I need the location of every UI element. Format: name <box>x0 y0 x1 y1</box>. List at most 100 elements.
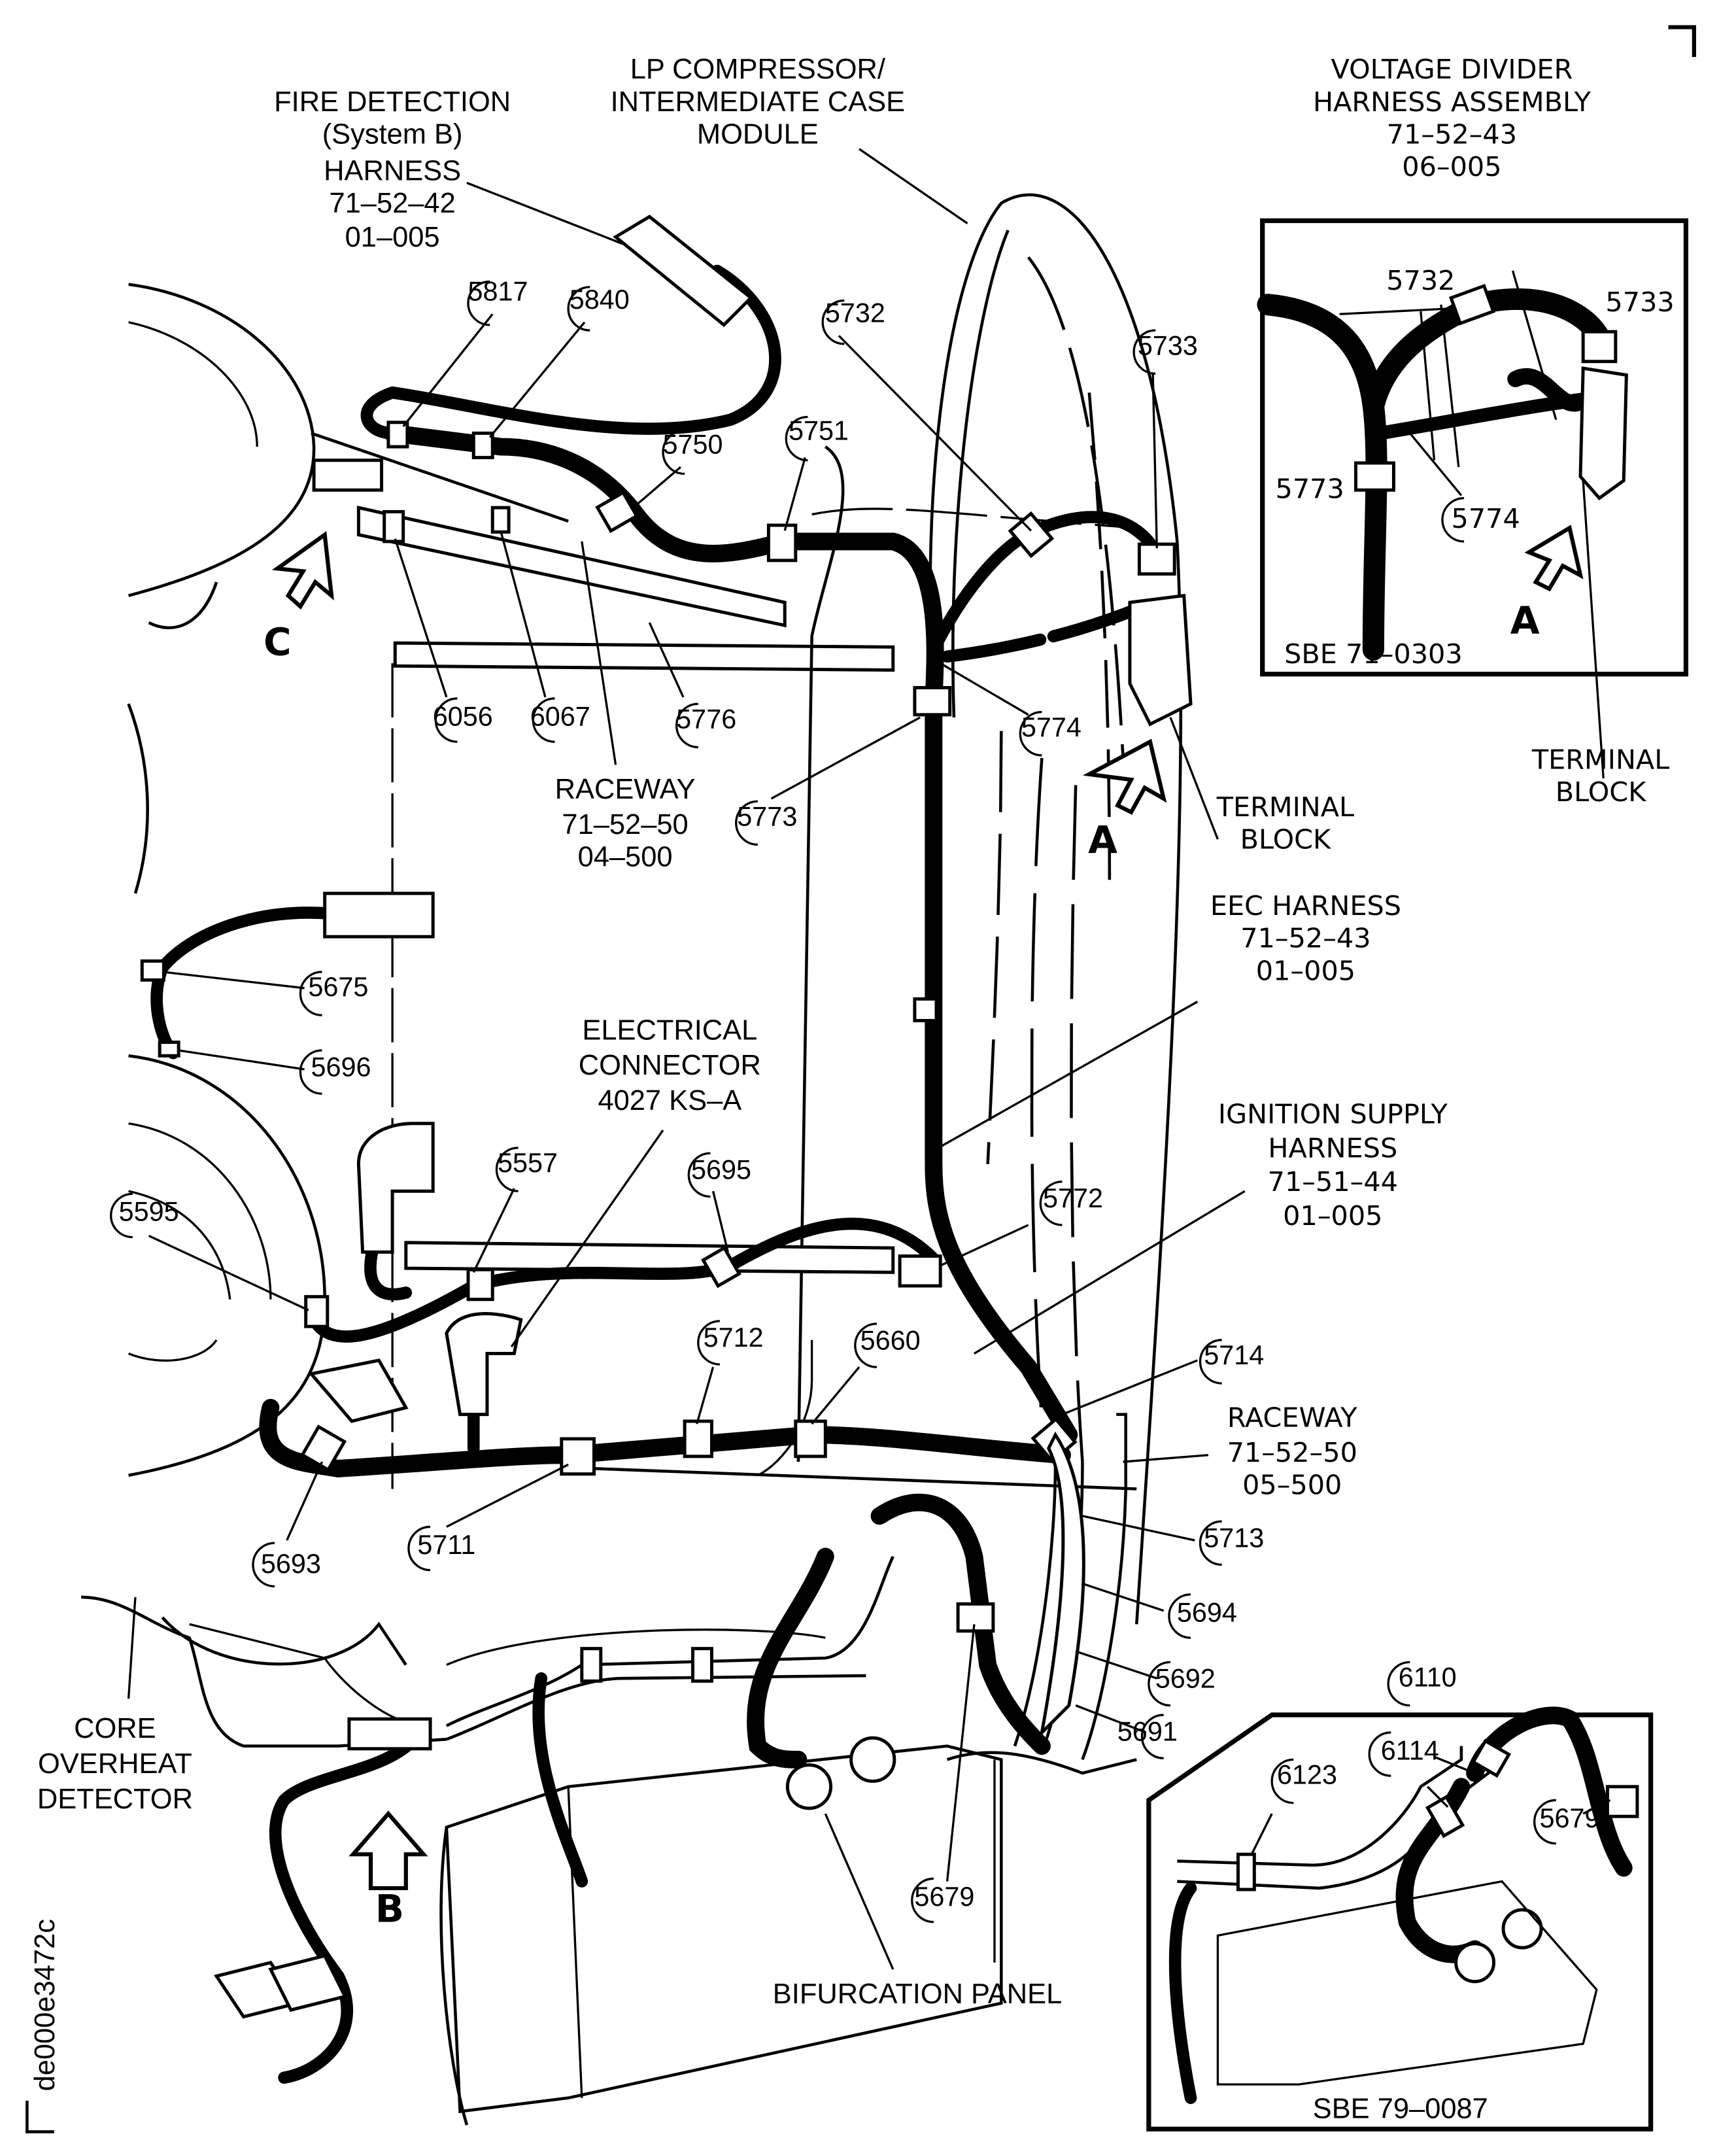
svg-text:5693: 5693 <box>261 1549 321 1579</box>
svg-text:5696: 5696 <box>311 1052 371 1082</box>
callouts: 5817 5840 5732 5733 5750 5751 6056 6067 … <box>110 277 1264 1924</box>
svg-text:TERMINAL: TERMINAL <box>1531 744 1669 776</box>
svg-text:71–52–50: 71–52–50 <box>1227 1437 1357 1468</box>
callout-5660: 5660 <box>854 1322 921 1368</box>
svg-text:5713: 5713 <box>1204 1523 1264 1553</box>
svg-text:5679: 5679 <box>914 1882 974 1912</box>
svg-text:6067: 6067 <box>530 701 590 731</box>
svg-text:RACEWAY: RACEWAY <box>1227 1402 1357 1433</box>
svg-text:BLOCK: BLOCK <box>1556 776 1646 808</box>
inset-callout-6110: 6110 <box>1399 1663 1457 1693</box>
label-terminal-block-main: TERMINAL BLOCK <box>1216 791 1354 855</box>
view-arrow-b-icon <box>349 1810 428 1891</box>
callout-5774: 5774 <box>1019 710 1081 757</box>
svg-text:FIRE DETECTION: FIRE DETECTION <box>274 86 511 118</box>
svg-text:5692: 5692 <box>1155 1664 1216 1694</box>
svg-text:5660: 5660 <box>860 1325 921 1355</box>
svg-text:CONNECTOR: CONNECTOR <box>579 1050 761 1081</box>
svg-text:(System B): (System B) <box>322 119 463 150</box>
inset-terminal-block <box>1578 366 1628 501</box>
leader-lines <box>127 148 1605 1970</box>
callout-5557: 5557 <box>495 1147 558 1192</box>
callout-5733: 5733 <box>1132 329 1198 375</box>
svg-text:5732: 5732 <box>825 298 885 328</box>
svg-text:5695: 5695 <box>691 1155 751 1185</box>
callout-5595: 5595 <box>110 1192 179 1239</box>
svg-text:71–52–43: 71–52–43 <box>1240 923 1370 954</box>
corner-mark-bottom-left <box>26 2100 54 2133</box>
label-fire-detection-harness: FIRE DETECTION (System B) HARNESS 71–52–… <box>274 86 511 253</box>
callout-5772: 5772 <box>1039 1181 1103 1226</box>
svg-text:5776: 5776 <box>676 704 736 734</box>
view-label-b: B <box>375 1887 404 1931</box>
callout-5711: 5711 <box>407 1525 475 1572</box>
svg-text:5774: 5774 <box>1021 712 1081 742</box>
svg-text:MODULE: MODULE <box>697 119 819 150</box>
svg-text:5675: 5675 <box>308 972 368 1002</box>
callout-5713: 5713 <box>1199 1520 1264 1566</box>
svg-text:01–005: 01–005 <box>1256 955 1355 986</box>
view-label-c: C <box>264 620 292 664</box>
svg-text:5557: 5557 <box>498 1148 558 1178</box>
inset-upper-sbe-label: SBE 71–0303 <box>1284 638 1463 670</box>
svg-text:HARNESS: HARNESS <box>324 155 461 186</box>
inset-view-arrow-a-icon <box>1524 525 1584 592</box>
label-bifurcation-panel: BIFURCATION PANEL <box>773 1978 1062 2010</box>
label-eec-harness: EEC HARNESS 71–52–43 01–005 <box>1210 890 1401 986</box>
svg-text:5733: 5733 <box>1138 330 1198 360</box>
svg-text:6056: 6056 <box>433 701 493 731</box>
callout-5712: 5712 <box>697 1320 764 1366</box>
svg-text:5772: 5772 <box>1043 1183 1103 1213</box>
callout-5675: 5675 <box>299 971 368 1016</box>
callout-5691: 5691 <box>1117 1714 1178 1759</box>
svg-text:5694: 5694 <box>1177 1597 1237 1627</box>
svg-text:01–005: 01–005 <box>345 222 440 253</box>
svg-text:ELECTRICAL: ELECTRICAL <box>582 1014 757 1046</box>
inset-callout-5679: 5679 <box>1539 1803 1599 1833</box>
electrical-connector-4027 <box>445 1312 523 1417</box>
svg-text:5714: 5714 <box>1204 1340 1264 1370</box>
svg-text:5817: 5817 <box>468 277 528 307</box>
svg-text:HARNESS ASSEMBLY: HARNESS ASSEMBLY <box>1313 86 1591 118</box>
terminal-block <box>1128 593 1193 727</box>
callout-5679: 5679 <box>911 1877 974 1924</box>
svg-text:71–51–44: 71–51–44 <box>1268 1166 1398 1198</box>
view-arrow-c: C <box>264 530 334 664</box>
view-arrow-c-icon <box>271 530 334 610</box>
inset-callout-5773: 5773 <box>1276 474 1344 505</box>
inset-callout-5733: 5733 <box>1605 286 1674 318</box>
harness-plug-mid <box>323 891 435 939</box>
callout-5773: 5773 <box>735 800 797 846</box>
receptacle-1 <box>785 1763 833 1810</box>
corner-mark-top-right <box>1668 25 1696 58</box>
callout-5714: 5714 <box>1199 1339 1264 1385</box>
raceway-lower-shape <box>1039 1431 1085 1738</box>
svg-text:05–500: 05–500 <box>1242 1470 1342 1501</box>
inset-sbe-79-0087: 6110 6114 6123 5679 SBE 79–0087 <box>1146 1661 1654 2131</box>
svg-text:TERMINAL: TERMINAL <box>1216 791 1354 823</box>
svg-text:5773: 5773 <box>737 801 797 831</box>
svg-text:IGNITION SUPPLY: IGNITION SUPPLY <box>1218 1099 1448 1130</box>
inset-callout-5774: 5774 <box>1452 503 1520 534</box>
label-raceway-upper: RACEWAY 71–52–50 04–500 <box>555 774 696 872</box>
label-core-overheat-detector: CORE OVERHEAT DETECTOR <box>37 1713 193 1815</box>
label-lp-compressor: LP COMPRESSOR/ INTERMEDIATE CASE MODULE <box>611 54 906 150</box>
label-raceway-lower: RACEWAY 71–52–50 05–500 <box>1227 1402 1358 1500</box>
label-terminal-block-inset: TERMINAL BLOCK <box>1531 744 1669 808</box>
callout-5776: 5776 <box>675 702 736 749</box>
svg-text:5595: 5595 <box>119 1197 179 1227</box>
inset-upper-frame <box>1260 218 1689 677</box>
svg-text:06–005: 06–005 <box>1402 151 1501 182</box>
elbow-connector-upper <box>356 1122 435 1254</box>
svg-text:LP COMPRESSOR/: LP COMPRESSOR/ <box>630 54 886 85</box>
label-ignition-supply-harness: IGNITION SUPPLY HARNESS 71–51–44 01–005 <box>1218 1099 1448 1232</box>
harness-plug-upper-left <box>312 458 384 492</box>
inset-lower-sbe-label: SBE 79–0087 <box>1313 2094 1488 2125</box>
svg-text:HARNESS: HARNESS <box>1268 1132 1397 1164</box>
elbow-connector-lower <box>308 1358 409 1423</box>
inset-callout-6123: 6123 <box>1277 1760 1337 1790</box>
svg-text:5840: 5840 <box>570 285 630 315</box>
view-arrow-a-icon <box>1082 738 1167 815</box>
